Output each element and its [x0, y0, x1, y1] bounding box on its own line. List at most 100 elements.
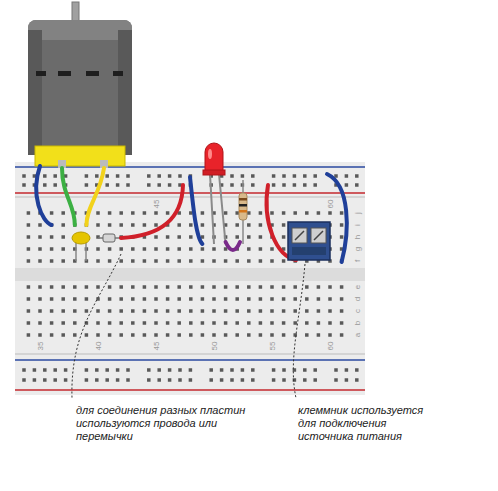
breadboard-hole [282, 211, 286, 215]
breadboard-hole [235, 211, 239, 215]
breadboard-hole [168, 183, 172, 187]
breadboard-hole [154, 333, 158, 337]
breadboard-hole [126, 378, 130, 382]
column-number: 50 [210, 342, 219, 351]
breadboard-hole [259, 297, 263, 301]
breadboard-hole [247, 285, 251, 289]
row-letter: f [353, 260, 362, 262]
breadboard-hole [247, 259, 251, 263]
column-number: 35 [36, 342, 45, 351]
breadboard-hole [224, 309, 228, 313]
breadboard-hole [259, 333, 263, 337]
breadboard-hole [293, 333, 297, 337]
breadboard-hole [212, 297, 216, 301]
breadboard-hole [43, 368, 47, 372]
breadboard-hole [282, 321, 286, 325]
breadboard-hole [119, 309, 123, 313]
breadboard-hole [108, 285, 112, 289]
breadboard-hole [201, 247, 205, 251]
breadboard-hole [224, 297, 228, 301]
breadboard-hole [22, 174, 26, 178]
breadboard-hole [220, 378, 224, 382]
resistor-symbol [239, 193, 247, 220]
breadboard-hole [166, 247, 170, 251]
breadboard-hole [230, 183, 234, 187]
breadboard-hole [154, 309, 158, 313]
breadboard-hole [27, 211, 31, 215]
breadboard-hole [224, 333, 228, 337]
breadboard-hole [282, 378, 286, 382]
breadboard-hole [177, 285, 181, 289]
breadboard-hole [96, 309, 100, 313]
breadboard-hole [105, 378, 109, 382]
breadboard-hole [293, 211, 297, 215]
breadboard-hole [282, 223, 286, 227]
breadboard-hole [38, 247, 42, 251]
motor-shade [118, 30, 132, 155]
breadboard-hole [201, 333, 205, 337]
breadboard-hole [220, 368, 224, 372]
breadboard-hole [340, 309, 344, 313]
breadboard-hole [168, 174, 172, 178]
jumper-symbol [103, 234, 115, 242]
breadboard-hole [251, 378, 255, 382]
breadboard-hole [85, 183, 89, 187]
breadboard-hole [313, 378, 317, 382]
breadboard-hole [259, 211, 263, 215]
motor-slot [86, 71, 99, 76]
breadboard-hole [305, 333, 309, 337]
breadboard-hole [247, 333, 251, 337]
breadboard-hole [154, 211, 158, 215]
breadboard-hole [282, 285, 286, 289]
rail-line-red [15, 389, 365, 391]
breadboard-hole [270, 259, 274, 263]
breadboard-hole [22, 183, 26, 187]
breadboard-hole [189, 285, 193, 289]
breadboard-hole [119, 259, 123, 263]
breadboard-hole [85, 333, 89, 337]
breadboard-hole [131, 321, 135, 325]
breadboard-hole [166, 297, 170, 301]
resistor-band [239, 204, 247, 207]
leader-line [72, 254, 121, 398]
breadboard-hole [50, 297, 54, 301]
breadboard-hole [157, 174, 161, 178]
breadboard-hole [61, 297, 64, 301]
breadboard-hole [201, 211, 205, 215]
breadboard-hole [166, 285, 170, 289]
motor-cap [28, 20, 132, 40]
row-letter: g [353, 247, 362, 251]
purple-wire [226, 242, 240, 250]
breadboard-hole [293, 309, 297, 313]
breadboard-hole [259, 285, 263, 289]
breadboard-hole [53, 368, 57, 372]
breadboard-hole [96, 333, 100, 337]
column-number: 40 [94, 342, 103, 351]
breadboard-hole [38, 297, 42, 301]
breadboard-hole [189, 247, 193, 251]
breadboard-hole [33, 368, 37, 372]
breadboard-hole [131, 223, 135, 227]
breadboard-hole [177, 297, 181, 301]
breadboard-hole [147, 378, 151, 382]
breadboard-hole [177, 321, 181, 325]
breadboard-hole [116, 174, 120, 178]
breadboard-hole [168, 378, 172, 382]
row-letter: h [353, 235, 362, 239]
row-letter: a [353, 333, 362, 337]
breadboard-hole [96, 223, 100, 227]
blue-wire [190, 177, 202, 244]
breadboard-hole [73, 297, 77, 301]
breadboard-hole [282, 333, 286, 337]
rail-divider [15, 353, 365, 355]
breadboard-hole [61, 247, 64, 251]
breadboard-hole [157, 378, 161, 382]
breadboard-hole [119, 321, 123, 325]
breadboard-hole [105, 183, 109, 187]
breadboard-hole [147, 174, 151, 178]
breadboard-hole [328, 333, 332, 337]
resistor-band [239, 198, 247, 201]
breadboard-hole [177, 223, 181, 227]
breadboard-hole [154, 321, 158, 325]
